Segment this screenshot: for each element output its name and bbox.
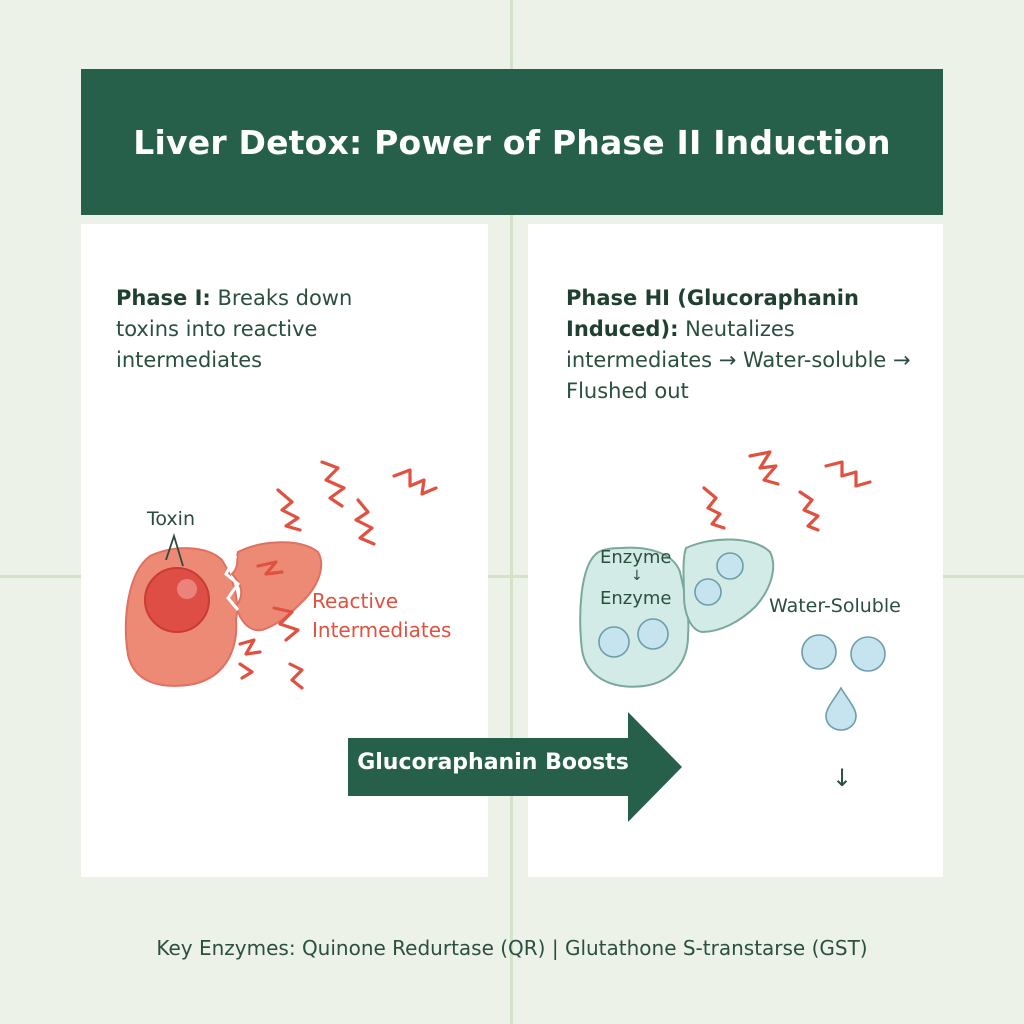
enzyme-label-arrow: ↓ — [631, 568, 643, 584]
toxin-sphere-highlight — [177, 579, 197, 599]
reactive-label-line1: Reactive — [312, 589, 399, 613]
reactive-label-line2: Intermediates — [312, 618, 452, 642]
arrow-shape — [348, 712, 682, 822]
phase2-text: Neutalizes intermediates → Water-soluble… — [566, 317, 911, 403]
toxin-label: Toxin — [147, 508, 195, 530]
water-soluble-droplets — [801, 634, 886, 731]
grid-line-vertical — [510, 0, 513, 1024]
flush-down-arrow: ↓ — [832, 764, 853, 792]
key-enzymes-footer: Key Enzymes: Quinone Redurtase (QR) | Gl… — [156, 936, 868, 960]
phase2-description: Phase HI (Glucoraphanin Induced): Neutal… — [566, 283, 918, 407]
title-banner: Liver Detox: Power of Phase II Induction — [81, 69, 943, 215]
arrow-label: Glucoraphanin Boosts — [357, 750, 629, 775]
liver-right-lobe — [230, 541, 323, 632]
enzyme-bubbles — [598, 552, 744, 658]
enzyme-label-top: Enzyme — [600, 547, 672, 568]
phase2-heading: Phase HI (Glucoraphanin Induced): — [566, 286, 859, 341]
enzyme-liver-right-lobe — [682, 538, 775, 634]
water-soluble-label: Water-Soluble — [769, 595, 901, 617]
toxin-sphere — [144, 567, 210, 633]
neutralized-zigzags — [702, 450, 872, 532]
grid-line-horizontal — [0, 575, 1024, 578]
phase1-heading: Phase I: — [116, 286, 211, 310]
reactive-intermediate-zigzags — [238, 460, 438, 690]
phase1-description: Phase I: Breaks down toxins into reactiv… — [116, 283, 416, 376]
phase1-text: Breaks down toxins into reactive interme… — [116, 286, 353, 372]
enzyme-label-bottom: Enzyme — [600, 588, 672, 609]
toxin-pointer — [165, 533, 184, 567]
liver-crack — [224, 555, 241, 611]
glucoraphanin-boost-arrow: Glucoraphanin Boosts — [348, 712, 682, 822]
page-title: Liver Detox: Power of Phase II Induction — [133, 122, 891, 162]
